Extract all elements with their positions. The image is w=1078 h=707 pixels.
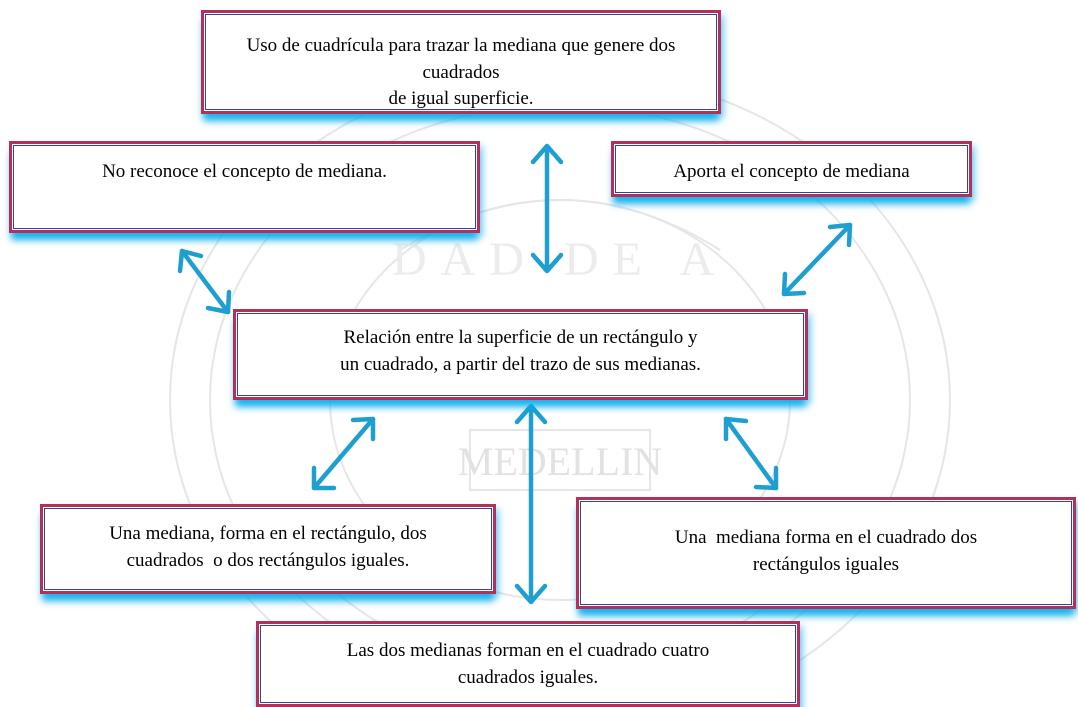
- node-center-line2: un cuadrado, a partir del trazo de sus m…: [340, 353, 701, 375]
- node-center-line1: Relación entre la superficie de un rectá…: [343, 327, 698, 348]
- arrow-center-bottom: [514, 403, 548, 605]
- node-top-line1: Uso de cuadrícula para trazar la mediana…: [246, 35, 676, 83]
- node-bottom-left-line2: cuadrados o dos rectángulos iguales.: [126, 549, 410, 571]
- node-right-box: Aporta el concepto de mediana: [611, 141, 972, 197]
- node-bottom-right-line2: rectángulos iguales: [752, 553, 900, 575]
- node-bottom-line1: Las dos medianas forman en el cuadrado c…: [346, 640, 710, 661]
- node-center-box: Relación entre la superficie de un rectá…: [233, 309, 808, 400]
- arrow-top-center: [530, 143, 564, 274]
- node-left-box: No reconoce el concepto de mediana.: [9, 141, 480, 233]
- node-left-line1: No reconoce el concepto de mediana.: [102, 161, 387, 182]
- node-right-line1: Aporta el concepto de mediana: [673, 161, 910, 182]
- arrow-center-bottomright: [723, 416, 779, 491]
- watermark-city-text: MEDELLIN: [458, 439, 662, 484]
- node-top-box: Uso de cuadrícula para trazar la mediana…: [201, 10, 721, 114]
- arrow-center-bottomleft: [311, 416, 376, 491]
- node-bottom-right-line1: Una mediana forma en el cuadrado dos: [674, 527, 978, 548]
- arrow-right-center: [781, 222, 853, 297]
- node-bottom-right-box: Una mediana forma en el cuadrado dos rec…: [576, 497, 1076, 609]
- watermark-arc-text: DAD DE A: [392, 233, 728, 286]
- node-top-line2: de igual superficie.: [388, 88, 534, 110]
- node-bottom-left-line1: Una mediana, forma en el rectángulo, dos: [109, 523, 427, 544]
- node-bottom-line2: cuadrados iguales.: [457, 666, 599, 688]
- arrow-left-center: [177, 248, 232, 315]
- node-bottom-left-box: Una mediana, forma en el rectángulo, dos…: [40, 504, 496, 594]
- node-bottom-box: Las dos medianas forman en el cuadrado c…: [256, 621, 800, 707]
